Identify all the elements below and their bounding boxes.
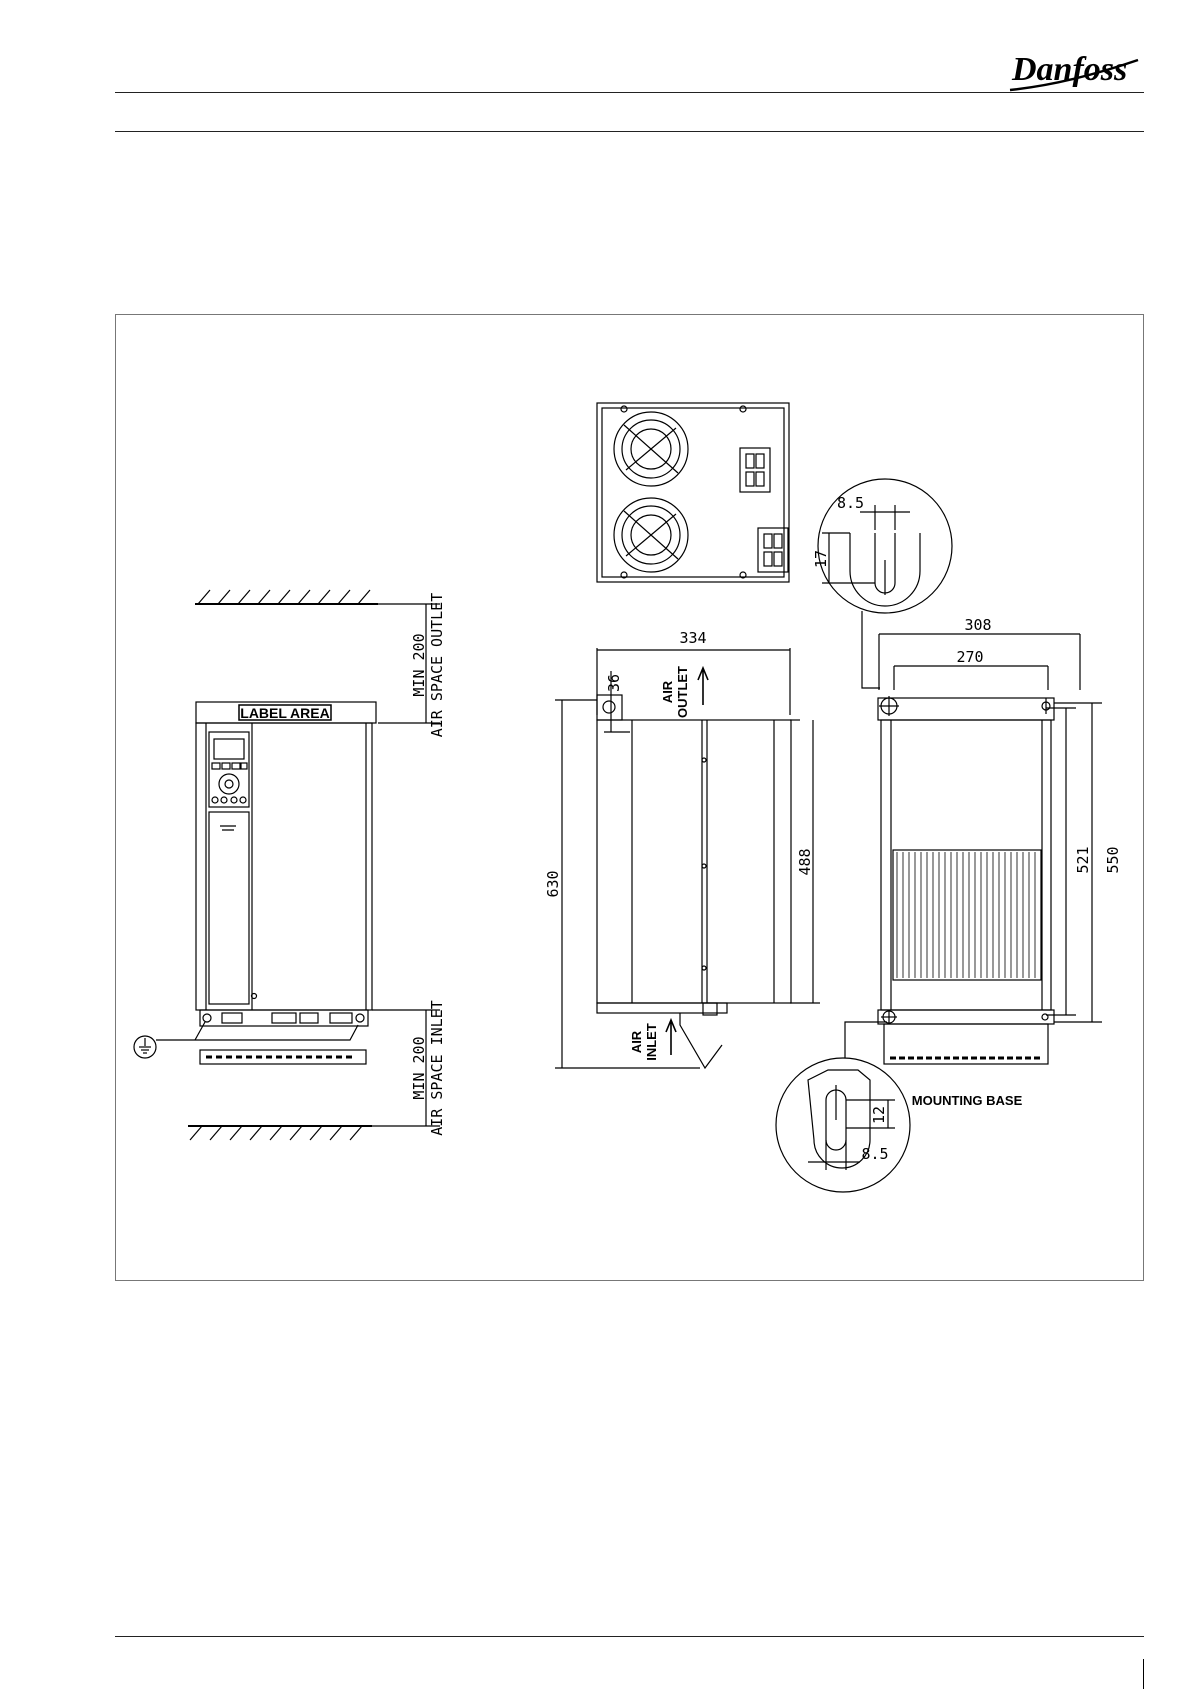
side-view: 334 36 630 488 AIR OUTLET AIR INLET — [544, 629, 820, 1068]
detail-bottom-width: 8.5 — [861, 1145, 888, 1163]
bottom-wall-hatch — [188, 1126, 372, 1140]
detail-top-depth: 17 — [812, 550, 830, 568]
bottom-clearance-label: AIR SPACE INLET — [428, 1000, 446, 1135]
back-hole-height-dim: 521 — [1074, 846, 1092, 873]
side-depth-dim: 334 — [679, 629, 706, 647]
side-total-height-dim: 630 — [544, 870, 562, 897]
front-view: LABEL AREA MIN 200 AIR SPACE OUTLET MIN … — [134, 590, 446, 1140]
air-outlet-line1: AIR — [660, 680, 675, 703]
back-hole-width-dim: 270 — [956, 648, 983, 666]
label-area-text: LABEL AREA — [240, 705, 329, 721]
terminal-row — [200, 1010, 368, 1026]
ground-symbol — [134, 1022, 358, 1058]
top-clearance-min: MIN 200 — [410, 633, 428, 696]
detail-top-width: 8.5 — [837, 494, 864, 512]
detail-bottom: 12 8.5 — [776, 1022, 910, 1192]
mounting-base-label: MOUNTING BASE — [912, 1093, 1023, 1108]
detail-top: 8.5 17 — [812, 479, 952, 688]
footer-rule — [115, 1636, 1144, 1637]
bottom-clearance-min: MIN 200 — [410, 1036, 428, 1099]
page-number-marker — [1143, 1659, 1144, 1689]
back-view: 308 270 521 550 MOUNTING BASE — [878, 616, 1122, 1108]
top-clearance-label: AIR SPACE OUTLET — [428, 593, 446, 738]
air-inlet-line2: INLET — [644, 1023, 659, 1061]
air-inlet-line1: AIR — [629, 1030, 644, 1053]
detail-bottom-depth: 12 — [870, 1106, 888, 1124]
back-outer-width-dim: 308 — [964, 616, 991, 634]
top-view — [597, 403, 789, 582]
air-outlet-line2: OUTLET — [675, 666, 690, 718]
back-outer-height-dim: 550 — [1104, 846, 1122, 873]
top-wall-hatch — [195, 590, 378, 604]
side-body-height-dim: 488 — [796, 848, 814, 875]
side-bracket-dim: 36 — [605, 674, 623, 692]
